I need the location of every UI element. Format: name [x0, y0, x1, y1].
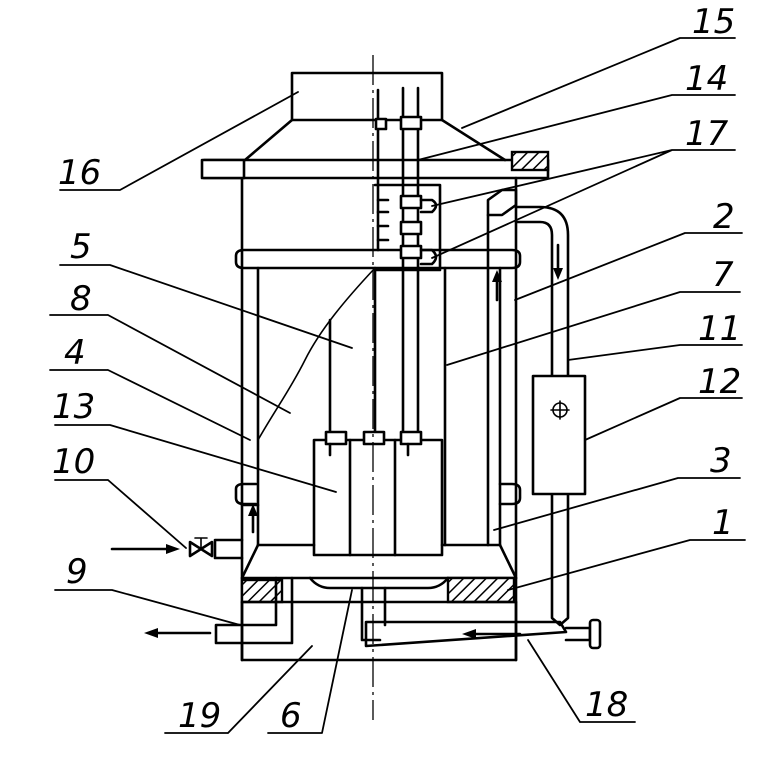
- label-9: 9: [66, 552, 88, 592]
- label-3: 3: [710, 441, 732, 481]
- label-7: 7: [712, 255, 734, 295]
- flow-arrowhead-outlet: [144, 628, 158, 638]
- label-5: 5: [70, 227, 92, 267]
- leader-10: [54, 479, 187, 549]
- leader-8: [49, 314, 291, 414]
- rod-nut-3: [399, 244, 423, 260]
- leader-14: [417, 94, 736, 161]
- label-1: 1: [712, 503, 734, 543]
- rod-pair: [401, 86, 420, 442]
- rod-nut-left: [374, 117, 388, 131]
- leader-1: [507, 539, 746, 591]
- flow-arrowhead-right-up: [492, 270, 502, 282]
- label-10: 10: [52, 442, 95, 482]
- leader-7: [446, 291, 741, 366]
- label-14: 14: [685, 59, 728, 99]
- label-8: 8: [70, 279, 92, 319]
- sensor-crosshair: [550, 400, 570, 420]
- inlet-valve: [188, 540, 214, 558]
- leader-15: [461, 37, 736, 129]
- upper-band: [234, 248, 522, 270]
- flow-arrowhead-left-up: [248, 504, 258, 516]
- cutaway-break-line: [257, 267, 376, 441]
- clip-housing: [373, 183, 442, 272]
- label-6: 6: [280, 696, 302, 736]
- leader-18: [527, 639, 636, 723]
- leader-6: [267, 589, 353, 734]
- return-fitting: [564, 626, 592, 642]
- top-flange: [202, 158, 550, 180]
- lower-band-left: [234, 482, 258, 506]
- label-16: 16: [58, 153, 101, 193]
- bottom-chamber: [240, 600, 518, 662]
- inlet-pipe: [213, 538, 244, 560]
- leader-9: [54, 589, 241, 626]
- external-pipe: [514, 205, 570, 627]
- leader-5: [59, 264, 353, 349]
- label-19: 19: [178, 696, 221, 736]
- conical-lid: [243, 118, 507, 162]
- base-hatch-right: [446, 576, 516, 604]
- label-4: 4: [64, 333, 86, 373]
- leader-11: [567, 344, 743, 361]
- drain-stub: [360, 586, 382, 642]
- apparatus-body: [110, 55, 602, 720]
- label-17: 17: [685, 114, 729, 154]
- leader-4: [49, 369, 251, 441]
- leader-lines: [49, 37, 746, 734]
- label-18: 18: [585, 685, 628, 725]
- label-13: 13: [52, 387, 95, 427]
- electrode-divisions: [348, 438, 397, 557]
- label-15: 15: [692, 2, 735, 42]
- clip-ticks: [376, 198, 390, 242]
- funnel-cone: [240, 543, 518, 580]
- block-nut-1: [324, 430, 348, 446]
- electrode-block: [312, 438, 444, 557]
- rod-nut-1: [399, 194, 423, 210]
- block-nut-3: [399, 430, 423, 446]
- rod-nut-2: [399, 220, 423, 236]
- valve-stem: [194, 537, 208, 550]
- leader-17: [431, 149, 736, 259]
- rod-nut-top: [399, 115, 423, 131]
- inlet-box: [486, 188, 518, 217]
- leader-3: [493, 477, 741, 531]
- top-cap: [290, 71, 444, 122]
- part-labels: 15 14 17 2 7 11 12 3 1 16 5 8 4 13 10 9 …: [52, 2, 741, 736]
- return-cap: [588, 618, 602, 650]
- return-pipe: [364, 620, 568, 648]
- label-11: 11: [698, 309, 741, 349]
- block-nut-2: [362, 430, 386, 446]
- outlet-pipe: [214, 576, 294, 645]
- flow-arrowhead-return: [462, 629, 476, 639]
- flange-stub-left: [200, 158, 246, 180]
- center-dish: [308, 576, 450, 590]
- label-12: 12: [698, 362, 741, 402]
- block-studs: [328, 442, 410, 457]
- flow-arrows: [110, 243, 563, 639]
- leader-13: [54, 424, 337, 493]
- flange-hatch-right: [510, 150, 550, 172]
- leader-2: [514, 232, 743, 301]
- leader-12: [584, 397, 743, 441]
- leader-16: [59, 91, 299, 191]
- label-2: 2: [713, 197, 735, 237]
- flow-arrowhead-inlet: [166, 544, 180, 554]
- flow-arrowhead-down: [553, 268, 563, 280]
- lower-band-right: [498, 482, 522, 506]
- sensor-box: [531, 374, 587, 496]
- leader-19: [164, 645, 313, 734]
